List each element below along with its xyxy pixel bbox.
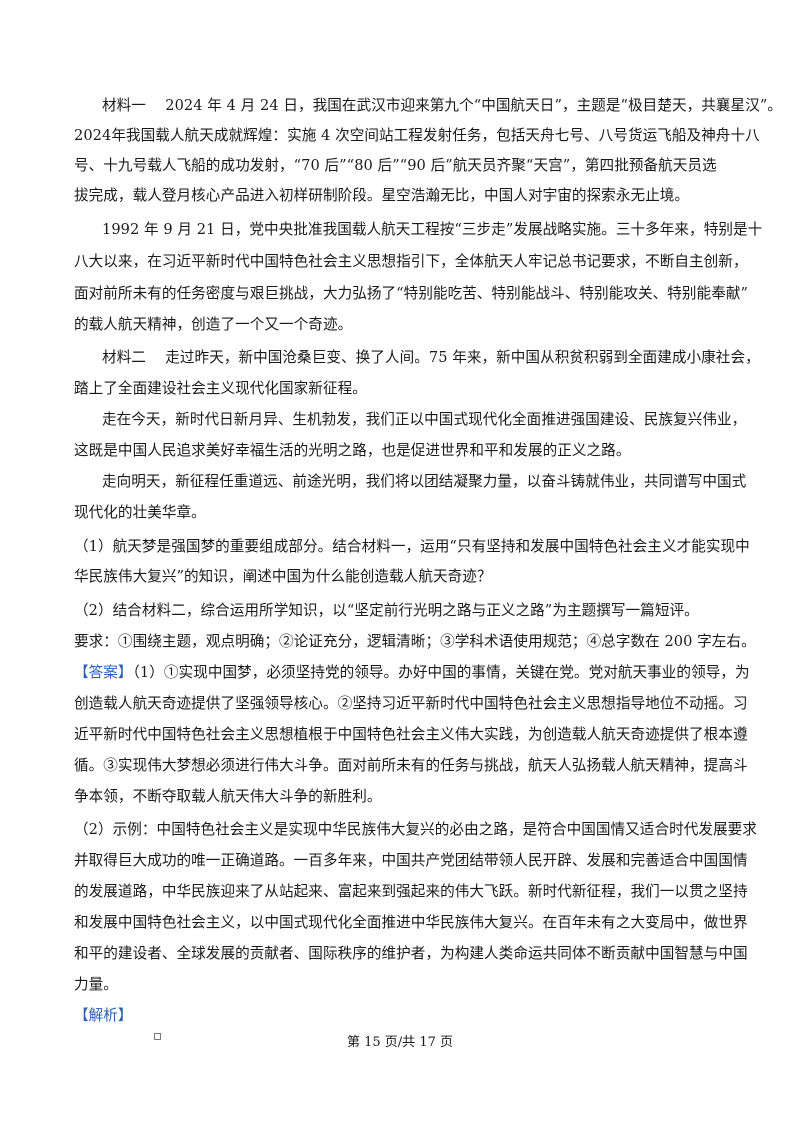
answer-line-3: 近平新时代中国特色社会主义思想植根于中国特色社会主义伟大实践，为创造载人航天奇迹… — [74, 726, 748, 743]
answer-line-9: 和发展中国特色社会主义，以中国式现代化全面推进中华民族伟大复兴。在百年未有之大变… — [74, 914, 748, 931]
answer-line-2: 创造载人航天奇迹提供了坚强领导核心。②坚持习近平新时代中国特色社会主义思想指导地… — [74, 695, 748, 712]
material1-line-3: 号、十九号载人飞船的成功发射，“70 后”“80 后”“90 后”航天员齐聚“天… — [74, 157, 717, 174]
question-2-requirements: 要求：①围绕主题，观点明确；②论证充分，逻辑清晰；③学科术语使用规范；④总字数在… — [74, 633, 756, 650]
material2-line-5: 走向明天，新征程任重道远、前途光明，我们将以团结凝聚力量，以奋斗铸就伟业，共同谱… — [102, 473, 747, 490]
question-1-line-2: 华民族伟大复兴”的知识，阐述中国为什么能创造载人航天奇迹？ — [74, 568, 492, 585]
material1-line-8: 的载人航天精神，创造了一个又一个奇迹。 — [74, 316, 353, 333]
material1-line-4: 拔完成，载人登月核心产品进入初样研制阶段。星空浩瀚无比，中国人对宇宙的探索永无止… — [74, 187, 690, 204]
material2-line-2: 踏上了全面建设社会主义现代化国家新征程。 — [74, 380, 367, 397]
material1-line-2: 2024年我国载人航天成就辉煌：实施 4 次空间站工程发射任务，包括天舟七号、八… — [74, 127, 760, 144]
material1-line-7: 面对前所未有的任务密度与艰巨挑战，大力弘扬了“特别能吃苦、特别能战斗、特别能攻关… — [74, 285, 748, 302]
answer-line-8: 的发展道路，中华民族迎来了从站起来、富起来到强起来的伟大飞跃。新时代新征程，我们… — [74, 883, 748, 900]
page-number: 第 15 页/共 17 页 — [347, 1035, 453, 1050]
answer-line-4: 循。③实现伟大梦想必须进行伟大斗争。面对前所未有的任务与挑战，航天人弘扬载人航天… — [74, 757, 748, 774]
material2-line-6: 现代化的壮美华章。 — [74, 504, 206, 521]
answer-label: 【答案】 — [74, 664, 133, 681]
answer-line-6: （2）示例：中国特色社会主义是实现中华民族伟大复兴的必由之路，是符合中国国情又适… — [74, 821, 757, 838]
answer-line-11: 力量。 — [74, 976, 118, 993]
anchor-marker-icon — [154, 1033, 161, 1040]
material2-line-4: 这既是中国人民追求美好幸福生活的光明之路，也是促进世界和平和发展的正义之路。 — [74, 442, 631, 459]
question-1-line-1: （1）航天梦是强国梦的重要组成部分。结合材料一，运用“只有坚持和发展中国特色社会… — [74, 538, 750, 555]
material2-line-1: 材料二 走过昨天，新中国沧桑巨变、换了人间。75 年来，新中国从积贫积弱到全面建… — [102, 349, 760, 366]
answer-line-1: 【答案】（1）①实现中国梦，必须坚持党的领导。办好中国的事情，关键在党。党对航天… — [74, 663, 750, 683]
material1-line-6: 八大以来，在习近平新时代中国特色社会主义思想指引下，全体航天人牢记总书记要求，不… — [74, 253, 748, 270]
analysis-label: 【解析】 — [74, 1007, 133, 1024]
material2-line-3: 走在今天，新时代日新月异、生机勃发，我们正以中国式现代化全面推进强国建设、民族复… — [102, 411, 747, 428]
material1-line-1: 材料一 2024 年 4 月 24 日，我国在武汉市迎来第九个“中国航天日”，主… — [102, 97, 782, 114]
answer-first-text: （1）①实现中国梦，必须坚持党的领导。办好中国的事情，关键在党。党对航天事业的领… — [132, 664, 750, 681]
question-2-line-1: （2）结合材料二，综合运用所学知识，以“坚定前行光明之路与正义之路”为主题撰写一… — [74, 602, 699, 619]
material1-line-5: 1992 年 9 月 21 日，党中央批准我国载人航天工程按“三步走”发展战略实… — [102, 221, 763, 238]
answer-line-7: 并取得巨大成功的唯一正确道路。一百多年来，中国共产党团结带领人民开辟、发展和完善… — [74, 852, 748, 869]
answer-line-5: 争本领，不断夺取载人航天伟大斗争的新胜利。 — [74, 788, 382, 805]
answer-line-10: 和平的建设者、全球发展的贡献者、国际秩序的维护者，为构建人类命运共同体不断贡献中… — [74, 945, 748, 962]
